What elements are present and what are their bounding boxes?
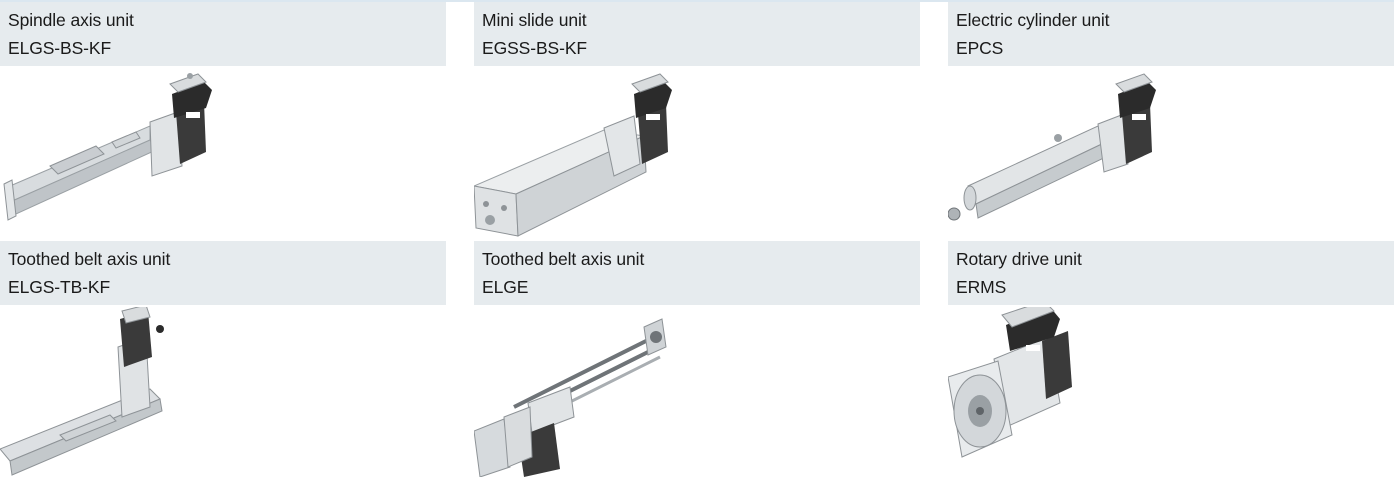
- product-card-spindle-axis: Spindle axis unit ELGS-BS-KF: [0, 2, 446, 221]
- rotary-drive-unit-icon: [948, 307, 1072, 458]
- product-header: Spindle axis unit ELGS-BS-KF: [0, 2, 446, 66]
- product-code: ERMS: [956, 277, 1007, 297]
- product-card-rotary-drive: Rotary drive unit ERMS: [948, 241, 1394, 458]
- electric-cylinder-unit-icon: [948, 73, 1156, 221]
- spindle-axis-unit-icon: [3, 73, 212, 221]
- product-code: EPCS: [956, 38, 1004, 58]
- product-card-toothed-belt-axis: Toothed belt axis unit ELGS-TB-KF: [0, 241, 446, 476]
- top-rule: [0, 0, 1394, 2]
- toothed-belt-axis-gantry-icon: [474, 318, 667, 477]
- product-header: Mini slide unit EGSS-BS-KF: [474, 2, 920, 66]
- product-header: Electric cylinder unit EPCS: [948, 2, 1394, 66]
- product-header: Rotary drive unit ERMS: [948, 241, 1394, 305]
- product-card-toothed-belt-gantry: Toothed belt axis unit ELGE: [474, 241, 920, 477]
- product-code: ELGS-TB-KF: [8, 277, 111, 297]
- product-card-mini-slide: Mini slide unit EGSS-BS-KF: [474, 2, 920, 237]
- product-name: Spindle axis unit: [8, 10, 134, 30]
- product-code: ELGE: [482, 277, 529, 297]
- product-name: Electric cylinder unit: [956, 10, 1110, 30]
- product-header: Toothed belt axis unit ELGS-TB-KF: [0, 241, 446, 305]
- product-code: ELGS-BS-KF: [8, 38, 112, 58]
- product-name: Mini slide unit: [482, 10, 587, 30]
- product-code: EGSS-BS-KF: [482, 38, 587, 58]
- mini-slide-unit-icon: [474, 73, 672, 237]
- product-header: Toothed belt axis unit ELGE: [474, 241, 920, 305]
- product-card-electric-cylinder: Electric cylinder unit EPCS: [948, 2, 1394, 221]
- toothed-belt-axis-unit-icon: [0, 307, 164, 476]
- product-name: Toothed belt axis unit: [8, 249, 171, 269]
- product-name: Rotary drive unit: [956, 249, 1082, 269]
- product-name: Toothed belt axis unit: [482, 249, 645, 269]
